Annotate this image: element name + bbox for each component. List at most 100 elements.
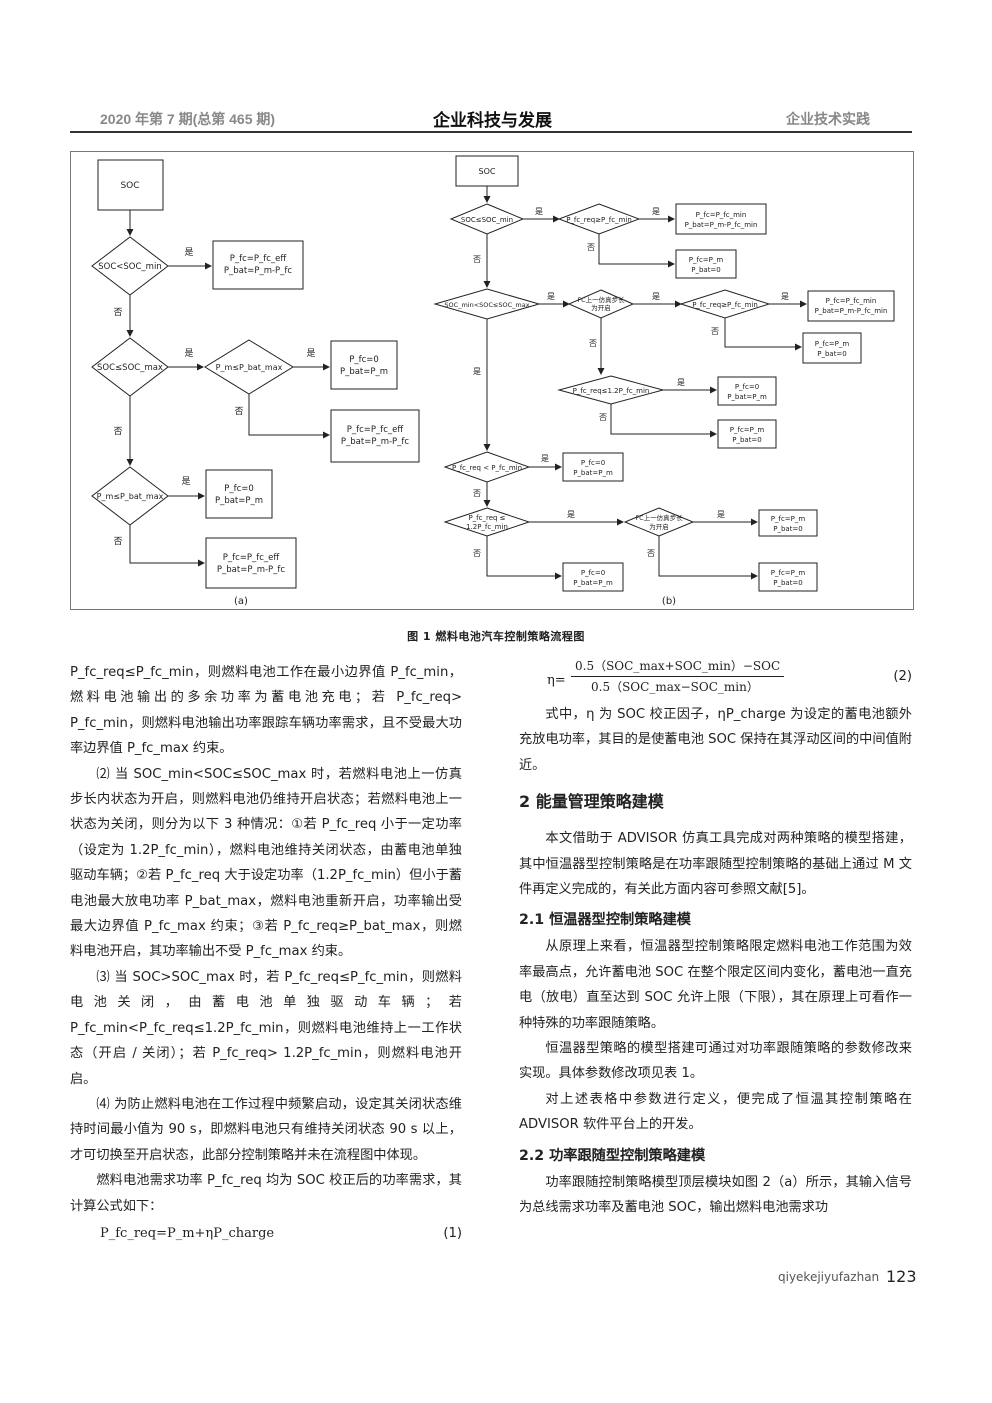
- a-decision-1-label: SOC<SOC_min: [98, 262, 161, 272]
- footer-site: qiyekejiyufazhan: [778, 1270, 880, 1284]
- b-result-5-line1: P_fc=0: [735, 383, 759, 391]
- formula-1-number: (1): [443, 1225, 462, 1241]
- b-result-2: [675, 249, 737, 279]
- b-no-2: 否: [473, 255, 481, 264]
- b-decision-4-line2: 1.2P_fc_min: [466, 523, 508, 531]
- a-decision-3-label: P_m≤P_bat_max: [216, 363, 283, 372]
- formula-1: P_fc_req=P_m+ηP_charge: [100, 1225, 275, 1241]
- b-result-9-line2: P_bat=0: [773, 579, 803, 587]
- b-no-5: 否: [599, 413, 607, 422]
- b-no-8: 否: [473, 549, 481, 558]
- b-decision-3-label: P_fc_req < P_fc_min: [452, 464, 522, 472]
- b-yes-1: 是: [535, 207, 543, 216]
- a-result-2-line1: P_fc=0: [349, 355, 379, 365]
- b-result-3: [807, 290, 895, 322]
- b-yes-4: 是: [652, 292, 660, 301]
- header-rule: [70, 131, 912, 133]
- right-paragraph-4: 恒温器型策略的模型搭建可通过对功率跟随策略的参数修改来实现。具体参数修改项见表 …: [519, 1041, 912, 1082]
- a-soc-label: SOC: [120, 181, 139, 191]
- b-result-10-line1: P_fc=0: [581, 569, 605, 577]
- section-2-1-heading: 2.1 恒温器型控制策略建模: [519, 912, 691, 929]
- b-result-9: [758, 562, 818, 592]
- b-result-6: [717, 419, 777, 449]
- b-result-1: [675, 203, 767, 235]
- b-result-6-line2: P_bat=0: [732, 436, 762, 444]
- section-name: 企业技术实践: [786, 111, 870, 127]
- b-no-7: 否: [647, 549, 655, 558]
- b-result-7-line2: P_bat=P_m: [573, 469, 613, 477]
- a-result-4: [205, 469, 273, 519]
- formula-2-numerator: 0.5（SOC_max+SOC_min）−SOC: [571, 656, 785, 677]
- b-result-6-line1: P_fc=P_m: [730, 426, 765, 434]
- b-result-3-line2: P_bat=P_m-P_fc_min: [815, 307, 888, 315]
- right-paragraph-6: 功率跟随控制策略模型顶层模块如图 2（a）所示，其输入信号为总线需求功率及蓄电池…: [519, 1174, 912, 1216]
- left-column: P_fc_req≤P_fc_min，则燃料电池工作在最小边界值 P_fc_min…: [70, 660, 462, 1249]
- left-paragraph-1: P_fc_req≤P_fc_min，则燃料电池工作在最小边界值 P_fc_min…: [70, 665, 462, 757]
- b-yes-6: 是: [677, 378, 685, 387]
- b-no-3: 否: [711, 327, 719, 336]
- b-result-2-line2: P_bat=0: [691, 266, 721, 274]
- b-result-1-line2: P_bat=P_m-P_fc_min: [685, 221, 758, 229]
- b-result-2-line1: P_fc=P_m: [689, 256, 724, 264]
- b-result-4: [802, 332, 862, 364]
- figure-caption: 图 1 燃料电池汽车控制策略流程图: [407, 630, 585, 643]
- a-result-3-line2: P_bat=P_m-P_fc: [341, 437, 410, 447]
- b-yes-10: 是: [717, 510, 725, 519]
- formula-2-denominator: 0.5（SOC_max−SOC_min）: [591, 680, 759, 694]
- b-soc-label: SOC: [479, 167, 496, 176]
- right-paragraph-1: 式中，η 为 SOC 校正因子，ηP_charge 为设定的蓄电池额外充放电功率…: [519, 707, 912, 773]
- b-result-5: [717, 376, 777, 406]
- figure-frame: SOC SOC<SOC_min P_fc=P_fc_eff P_bat=P_m-…: [70, 151, 914, 610]
- formula-2-number: (2): [893, 669, 912, 684]
- section-2-heading: 2 能量管理策略建模: [519, 792, 664, 812]
- section-2-2-heading: 2.2 功率跟随型控制策略建模: [519, 1147, 706, 1164]
- page-number: 123: [886, 1267, 917, 1286]
- b-decision-2b-line1: FC上一仿真步长: [577, 295, 625, 304]
- b-decision-4b-line1: FC上一仿真步长: [635, 513, 683, 522]
- label-b: (b): [662, 596, 676, 607]
- b-result-8: [758, 509, 818, 537]
- right-column: η= 0.5（SOC_max+SOC_min）−SOC 0.5（SOC_max−…: [519, 659, 912, 1221]
- flowchart-figure: SOC SOC<SOC_min P_fc=P_fc_eff P_bat=P_m-…: [91, 155, 895, 607]
- a-soc-box: [97, 159, 164, 211]
- b-result-7: [562, 452, 624, 482]
- right-paragraph-2: 本文借助于 ADVISOR 仿真工具完成对两种策略的模型搭建，其中恒温器型控制策…: [519, 831, 912, 898]
- b-no-1: 否: [587, 243, 595, 252]
- a-yes-2: 是: [184, 348, 193, 359]
- b-result-4-line2: P_bat=0: [817, 350, 847, 358]
- b-yes-3: 是: [547, 292, 555, 301]
- issue-info: 2020 年第 7 期(总第 465 期): [100, 111, 276, 127]
- b-decision-2-label: SOC_min<SOC≤SOC_max: [444, 301, 529, 309]
- a-no-2: 否: [234, 406, 243, 417]
- b-result-1-line1: P_fc=P_fc_min: [696, 211, 747, 219]
- a-result-4-line1: P_fc=0: [224, 484, 254, 494]
- label-a: (a): [234, 596, 248, 607]
- formula-1-row: P_fc_req=P_m+ηP_charge (1): [70, 1219, 462, 1249]
- b-result-10-line2: P_bat=P_m: [573, 579, 613, 587]
- b-yes-7: 是: [473, 367, 481, 376]
- a-result-5-line2: P_bat=P_m-P_fc: [217, 565, 286, 575]
- right-paragraph-5: 对上述表格中参数进行定义，便完成了恒温其控制策略在 ADVISOR 软件平台上的…: [519, 1091, 912, 1133]
- a-yes-4: 是: [181, 476, 190, 487]
- a-result-1-line2: P_bat=P_m-P_fc: [224, 266, 293, 276]
- a-result-3: [330, 409, 420, 463]
- b-decision-4b-line2: 为开启: [649, 522, 669, 531]
- b-result-5-line2: P_bat=P_m: [727, 393, 767, 401]
- b-no-6: 否: [473, 489, 481, 498]
- b-result-4-line1: P_fc=P_m: [815, 340, 850, 348]
- b-decision-2b-line2: 为开启: [591, 303, 611, 312]
- b-decision-2d-label: P_fc_req≤1.2P_fc_min: [573, 387, 650, 395]
- a-yes-1: 是: [184, 247, 193, 258]
- a-no-4: 否: [113, 536, 122, 547]
- b-result-7-line1: P_fc=0: [581, 459, 605, 467]
- b-decision-2c-label: P_fc_req≥P_fc_min: [692, 301, 758, 309]
- b-decision-1b-label: P_fc_req≥P_fc_min: [566, 216, 632, 224]
- formula-2-lhs: η=: [547, 673, 566, 688]
- a-result-2: [330, 340, 398, 390]
- a-yes-3: 是: [306, 348, 315, 359]
- b-yes-8: 是: [541, 454, 549, 463]
- journal-title: 企业科技与发展: [433, 111, 552, 131]
- b-no-4: 否: [589, 339, 597, 348]
- formula-2-row: η= 0.5（SOC_max+SOC_min）−SOC 0.5（SOC_max−…: [519, 659, 912, 702]
- b-decision-4-line1: P_fc_req ≤: [468, 514, 505, 522]
